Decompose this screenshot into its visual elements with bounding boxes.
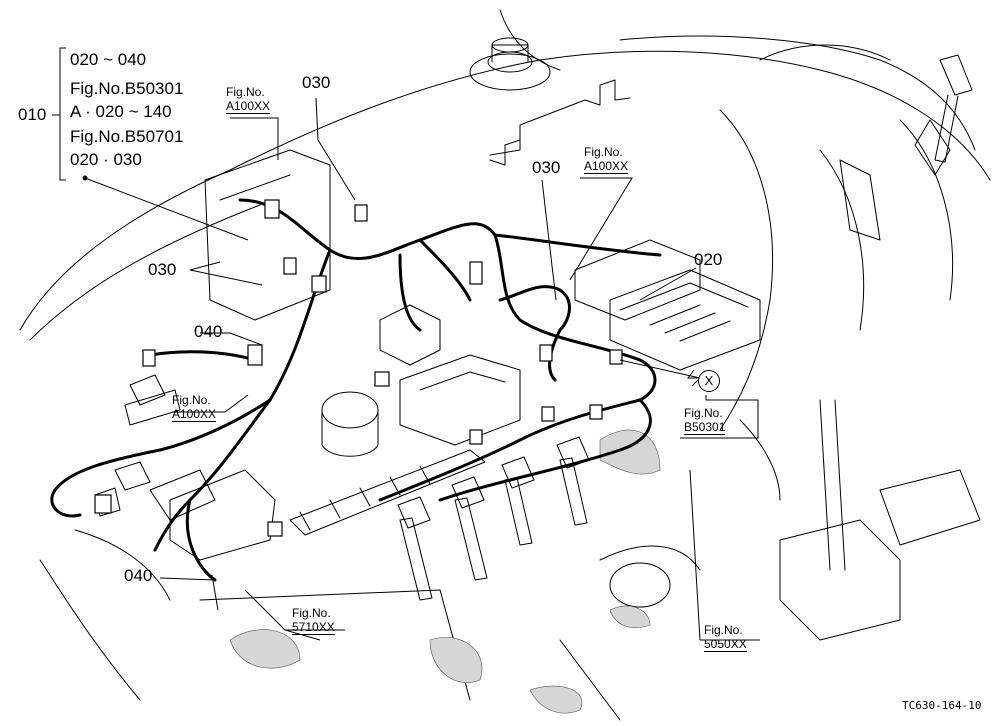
- legend-line-2: Fig.No.B50301: [70, 79, 184, 98]
- callout-030: 030: [532, 158, 561, 177]
- upper-bracket: [489, 79, 631, 166]
- mounting-plate: [204, 149, 331, 321]
- fig-ref-5710xx: Fig.No. 5710XX: [292, 606, 335, 635]
- drawing-code: TC630-164-10: [902, 699, 982, 712]
- callout-030: 030: [148, 260, 177, 279]
- callout-040: 040: [194, 322, 223, 341]
- legend-code: 010: [18, 105, 47, 124]
- fig-ref-label: Fig.No.: [704, 623, 743, 637]
- fuel-pump: [321, 304, 521, 457]
- fig-ref-label: Fig.No.: [684, 406, 723, 420]
- callout-020: 020: [694, 250, 723, 269]
- legend-line-1: 020 ~ 040: [70, 50, 147, 69]
- fig-ref-number: A100XX: [584, 159, 629, 174]
- fig-ref-number: A100XX: [226, 99, 271, 114]
- fig-ref-number: A100XX: [172, 407, 217, 422]
- legend-line-4: Fig.No.B50701: [70, 127, 184, 146]
- fig-ref-number: 5050XX: [704, 637, 747, 652]
- common-rail: [289, 449, 486, 536]
- fig-ref-label: Fig.No.: [172, 393, 211, 407]
- leader-lines: [52, 47, 760, 641]
- fig-ref-label: Fig.No.: [292, 606, 331, 620]
- fig-ref-number: B50301: [684, 420, 726, 435]
- connection-marker-x: X: [698, 370, 720, 392]
- filler-cap: [469, 37, 551, 91]
- lower-frame: [39, 399, 981, 721]
- fig-ref-a100xx: Fig.No. A100XX: [584, 145, 629, 174]
- fig-ref-b50301: Fig.No. B50301: [684, 406, 726, 435]
- fig-ref-label: Fig.No.: [584, 145, 623, 159]
- fig-ref-number: 5710XX: [292, 620, 335, 635]
- fig-ref-a100xx: Fig.No. A100XX: [172, 393, 217, 422]
- legend-line-5: 020 · 030: [70, 150, 142, 169]
- injectors: [397, 436, 590, 601]
- ecu-unit: [574, 239, 761, 371]
- gear-lever: [914, 54, 973, 176]
- hood-outline: [19, 9, 991, 431]
- connectors: [94, 199, 623, 537]
- fig-ref-5050xx: Fig.No. 5050XX: [704, 623, 747, 652]
- texture-patches: [229, 429, 661, 714]
- callout-040: 040: [124, 566, 153, 585]
- harness-wires: [50, 198, 662, 582]
- fig-ref-a100xx: Fig.No. A100XX: [226, 85, 271, 114]
- callout-030: 030: [302, 73, 331, 92]
- legend-line-3: A · 020 ~ 140: [70, 102, 172, 121]
- fig-ref-label: Fig.No.: [226, 85, 265, 99]
